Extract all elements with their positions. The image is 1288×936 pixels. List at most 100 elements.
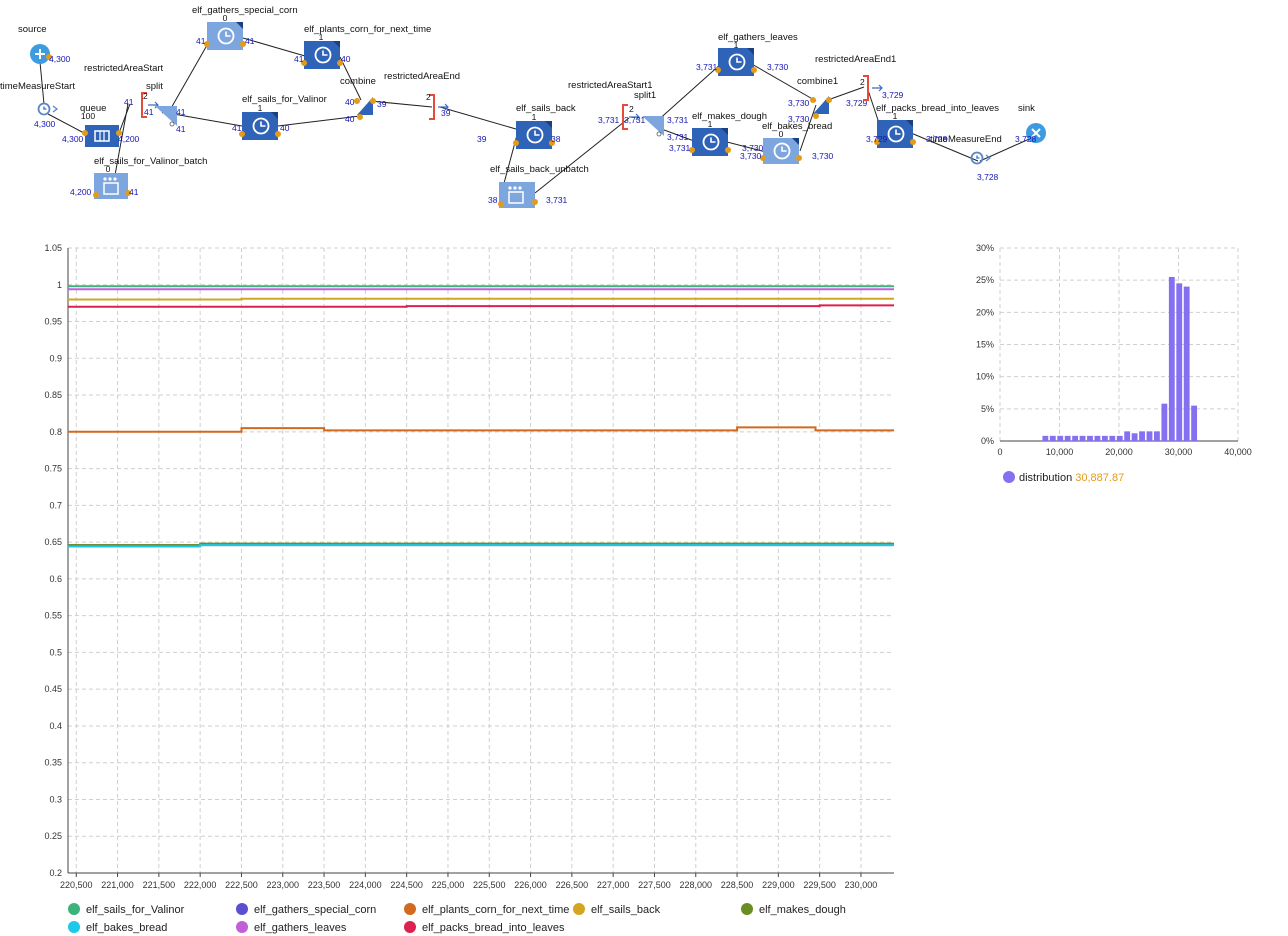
legend-item-elf_bakes_bread[interactable]: elf_bakes_bread	[68, 921, 167, 934]
node-count: 3,731	[546, 195, 568, 205]
port-dot[interactable]	[826, 97, 832, 103]
legend-item-elf_makes_dough[interactable]: elf_makes_dough	[741, 903, 846, 916]
clock-icon	[37, 102, 51, 116]
port-dot[interactable]	[910, 139, 916, 145]
port-dot[interactable]	[125, 190, 131, 196]
legend-item-elf_plants_corn_for_next_time[interactable]: elf_plants_corn_for_next_time	[404, 903, 569, 916]
legend-item-elf_sails_for_Valinor[interactable]: elf_sails_for_Valinor	[68, 903, 185, 916]
histogram-bar[interactable]	[1191, 405, 1198, 441]
legend-item-elf_sails_back[interactable]: elf_sails_back	[573, 903, 661, 916]
port-dot[interactable]	[796, 155, 802, 161]
port-dot[interactable]	[513, 140, 519, 146]
port-dot[interactable]	[532, 199, 538, 205]
histogram-bar[interactable]	[1161, 403, 1168, 441]
port-dot[interactable]	[760, 155, 766, 161]
histogram-bar[interactable]	[1146, 431, 1153, 441]
port-dot[interactable]	[204, 41, 210, 47]
x-tick-label: 221,500	[143, 880, 176, 890]
node-label: timeMeasureEnd	[930, 134, 1002, 145]
port-dot[interactable]	[240, 41, 246, 47]
histogram-bar[interactable]	[1124, 431, 1131, 441]
port-dot[interactable]	[498, 201, 504, 207]
arrow-right-icon	[629, 113, 640, 121]
port-dot[interactable]	[354, 98, 360, 104]
histogram-bar[interactable]	[1116, 435, 1123, 441]
port-dot[interactable]	[689, 147, 695, 153]
histogram-bar[interactable]	[1154, 431, 1160, 441]
port-dot[interactable]	[813, 113, 819, 119]
port-dot[interactable]	[275, 131, 281, 137]
node-count: 41	[196, 36, 206, 46]
histogram-bar[interactable]	[1064, 435, 1071, 441]
legend-item-elf_gathers_leaves[interactable]: elf_gathers_leaves	[236, 921, 347, 934]
histogram-bar[interactable]	[1139, 431, 1145, 441]
histogram-bar[interactable]	[1049, 435, 1056, 441]
port-dot[interactable]	[116, 130, 122, 136]
port-dot[interactable]	[93, 192, 99, 198]
port-dot[interactable]	[874, 139, 880, 145]
histogram-bar[interactable]	[1072, 435, 1079, 441]
histogram-bar[interactable]	[1042, 435, 1049, 441]
y-tick-label: 1	[57, 280, 62, 290]
node-label: elf_sails_for_Valinor_batch	[94, 156, 207, 167]
port-dot[interactable]	[725, 147, 731, 153]
series-line-elf_plants_corn_for_next_time[interactable]	[68, 426, 894, 433]
port-dot[interactable]	[357, 114, 363, 120]
histogram-bar[interactable]	[1094, 435, 1101, 441]
histogram-bar[interactable]	[1131, 433, 1138, 441]
port-dot[interactable]	[46, 54, 52, 60]
histogram-bar[interactable]	[1109, 435, 1116, 441]
histogram-bar[interactable]	[1079, 435, 1086, 441]
node-label: restrictedAreaStart1	[568, 80, 652, 91]
port-dot[interactable]	[810, 97, 816, 103]
histogram-bar[interactable]	[1101, 435, 1108, 441]
legend-item-elf_gathers_special_corn[interactable]: elf_gathers_special_corn	[236, 903, 376, 916]
series-line-elf_bakes_bread[interactable]	[68, 544, 894, 548]
port-dot[interactable]	[715, 67, 721, 73]
port-dot[interactable]	[82, 130, 88, 136]
port-dot[interactable]	[239, 131, 245, 137]
series-line-elf_sails_back[interactable]	[68, 297, 894, 301]
port-dot[interactable]	[751, 67, 757, 73]
port-dot[interactable]	[370, 98, 376, 104]
histogram-bar[interactable]	[1168, 276, 1175, 441]
legend-swatch	[1003, 471, 1015, 483]
histogram-bar[interactable]	[1176, 283, 1183, 441]
port-dot[interactable]	[301, 60, 307, 66]
legend-item-distribution[interactable]: distribution 30,887.87	[1003, 471, 1124, 484]
legend-item-elf_packs_bread_into_leaves[interactable]: elf_packs_bread_into_leaves	[404, 921, 565, 934]
node-count: 3,730	[740, 151, 762, 161]
histogram-bar[interactable]	[1057, 435, 1064, 441]
port-dot[interactable]	[337, 60, 343, 66]
histogram-bar[interactable]	[1183, 286, 1190, 441]
histogram-bar[interactable]	[1087, 435, 1093, 441]
node-count: 3,731	[696, 62, 718, 72]
node-count: 39	[441, 108, 451, 118]
node-label: queue	[80, 103, 106, 114]
port-dot[interactable]	[549, 140, 555, 146]
series-line-elf_packs_bread_into_leaves[interactable]	[68, 304, 894, 308]
